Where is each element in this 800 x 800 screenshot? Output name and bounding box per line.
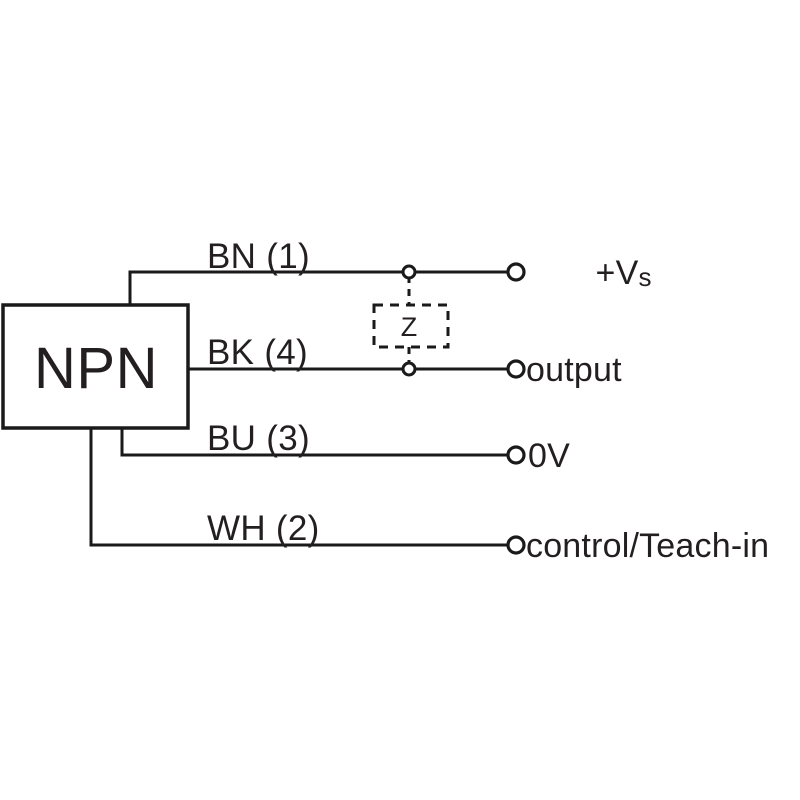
zener-box (372, 303, 450, 349)
device-label-npn: NPN (34, 336, 158, 401)
terminal-circle-vs[interactable] (506, 262, 526, 282)
wire-wh-path (89, 428, 509, 547)
terminal-label-vs-main: +V (596, 254, 639, 292)
wire-bn-path (128, 270, 509, 305)
terminal-circle-output[interactable] (506, 359, 526, 379)
wire-label-wh: WH (2) (207, 509, 320, 548)
zener-label: Z (401, 312, 418, 342)
terminal-label-control: control/Teach-in (526, 527, 769, 565)
terminal-label-0v: 0V (528, 437, 570, 475)
junction-dot-bk (401, 361, 417, 377)
terminal-label-vs-subscript: s (638, 262, 651, 292)
wire-label-bu: BU (3) (207, 419, 310, 458)
wire-bu-path (120, 428, 509, 457)
wire-label-bk: BK (4) (207, 333, 308, 372)
wire-label-bn: BN (1) (207, 237, 310, 276)
device-box-npn (1, 303, 190, 430)
terminal-circle-control[interactable] (506, 535, 526, 555)
terminal-circle-0v[interactable] (506, 445, 526, 465)
terminal-label-vs: +Vs (528, 254, 700, 294)
terminal-label-output: output (526, 351, 622, 389)
junction-dot-bn (401, 264, 417, 280)
